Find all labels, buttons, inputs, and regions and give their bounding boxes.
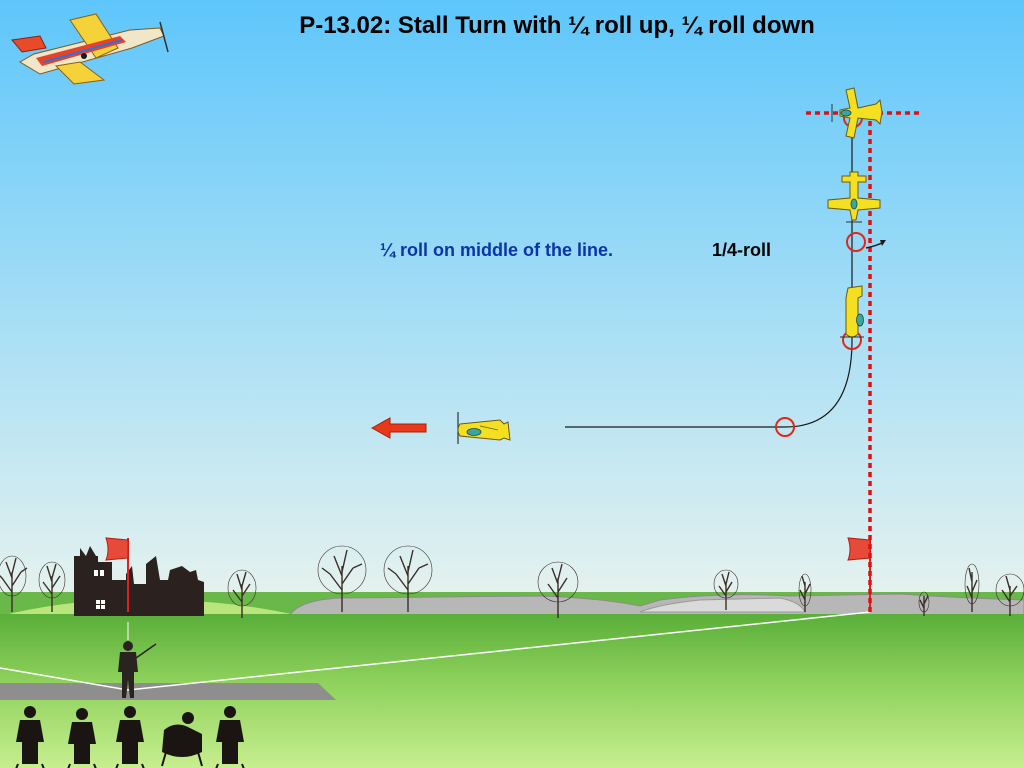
runway — [0, 683, 336, 700]
judge-icon — [161, 712, 203, 767]
light-hill — [639, 597, 806, 613]
castle-ruin-icon — [74, 546, 204, 616]
judge-icon — [215, 706, 245, 768]
roll-label: 1/4-roll — [712, 240, 772, 260]
page-title: P-13.02: Stall Turn with ¼ roll up, ¼ ro… — [299, 12, 815, 39]
flag-icon — [105, 537, 129, 612]
aircraft-horizontal — [457, 412, 511, 444]
tree-icon — [317, 545, 367, 612]
tree-icon — [798, 573, 812, 612]
box-line-right — [127, 611, 871, 691]
aerobatic-plane-logo-icon — [11, 13, 169, 85]
aircraft-stall-turn — [831, 87, 883, 139]
pilot-icon — [118, 622, 157, 698]
tree-icon — [713, 569, 739, 610]
roll-arrow-head — [880, 240, 886, 246]
roll-note: ¼ roll on middle of the line. — [380, 240, 614, 260]
tree-group — [0, 545, 1024, 618]
tree-icon — [227, 569, 257, 618]
tree-icon — [964, 563, 980, 612]
judge-icon — [67, 708, 97, 768]
tree-icon — [0, 555, 28, 612]
distant-hills — [289, 593, 1024, 617]
judges — [15, 706, 245, 768]
direction-arrow-icon — [370, 417, 427, 439]
tree-icon — [918, 591, 930, 616]
judge-icon — [115, 706, 145, 768]
tree-icon — [537, 561, 579, 618]
tree-icon — [383, 545, 433, 612]
aircraft-vertical-rolled — [827, 171, 881, 223]
box-line-left — [0, 667, 129, 691]
marker-circle — [775, 417, 795, 437]
judge-icon — [15, 706, 45, 768]
tree-icon — [38, 561, 66, 612]
aircraft-climb — [840, 285, 864, 338]
marker-circle — [846, 232, 866, 252]
tree-icon — [995, 573, 1024, 616]
